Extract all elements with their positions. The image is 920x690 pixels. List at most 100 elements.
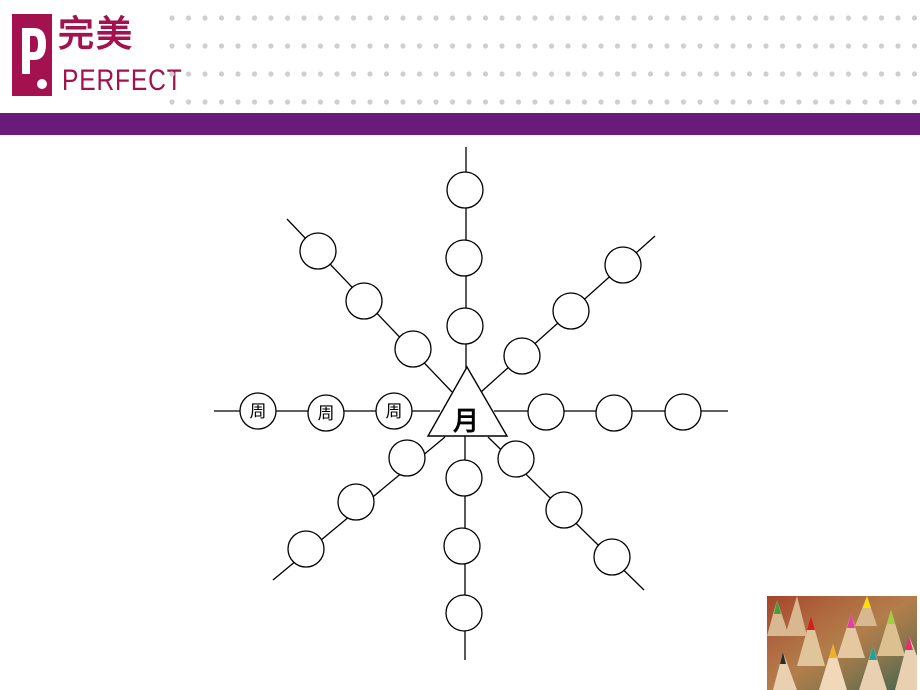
pattern-dot — [317, 15, 324, 21]
pattern-dot — [614, 99, 621, 105]
node-right-2 — [595, 394, 633, 432]
pattern-dot — [416, 71, 423, 77]
pattern-dot — [268, 99, 274, 105]
pattern-dot — [367, 99, 373, 105]
pattern-dot — [268, 43, 274, 49]
pattern-dot — [829, 15, 835, 21]
pattern-dot — [796, 43, 802, 49]
pattern-dot — [433, 99, 439, 105]
pattern-dot — [400, 43, 406, 49]
node-right-1 — [527, 393, 565, 431]
node-upper-right-2 — [552, 292, 590, 330]
node-upper-left-3 — [394, 330, 432, 368]
dot-pattern — [169, 15, 918, 105]
pattern-dot — [251, 99, 258, 105]
pattern-dot — [367, 43, 373, 49]
node-lower-left-1 — [287, 530, 325, 568]
pattern-dot — [829, 43, 835, 49]
pattern-dot — [400, 71, 406, 77]
pattern-dot — [779, 71, 786, 77]
pattern-dot — [482, 43, 489, 49]
pattern-dot — [334, 99, 340, 105]
node-up-1 — [446, 171, 484, 209]
node-right-3 — [664, 393, 702, 431]
node-down-1 — [445, 459, 483, 497]
pattern-dot — [383, 99, 390, 105]
pattern-dot — [433, 71, 439, 77]
pattern-dot — [350, 71, 357, 77]
pattern-dot — [499, 15, 505, 21]
node-lower-right-2 — [545, 491, 583, 529]
pattern-dot — [631, 43, 637, 49]
pattern-dot — [796, 99, 802, 105]
pattern-dot — [730, 15, 736, 21]
pattern-dot — [581, 99, 588, 105]
pattern-dot — [301, 43, 307, 49]
pattern-dot — [598, 43, 604, 49]
node-up-3 — [446, 307, 484, 345]
pattern-dot — [911, 99, 918, 105]
pattern-dot — [845, 43, 852, 49]
node-left-2 — [307, 394, 345, 432]
pattern-dot — [251, 15, 258, 21]
pattern-dot — [763, 71, 769, 77]
pattern-dot — [235, 15, 241, 21]
pattern-dot — [548, 15, 555, 21]
node-upper-left-2 — [345, 282, 383, 320]
pattern-dot — [515, 99, 522, 105]
pattern-dot — [895, 71, 901, 77]
pattern-dot — [631, 71, 637, 77]
pattern-dot — [449, 43, 456, 49]
pattern-dot — [284, 43, 291, 49]
node-down-3 — [445, 594, 483, 632]
pattern-dot — [218, 71, 225, 77]
node-left-3 — [375, 392, 413, 430]
pattern-dot — [482, 71, 489, 77]
pattern-dot — [614, 71, 621, 77]
pattern-dot — [515, 15, 522, 21]
pattern-dot — [763, 99, 769, 105]
pattern-dot — [334, 43, 340, 49]
pattern-dot — [647, 43, 654, 49]
pattern-dot — [350, 15, 357, 21]
pattern-dot — [713, 71, 720, 77]
pattern-dot — [515, 71, 522, 77]
pattern-dot — [697, 43, 703, 49]
pattern-dot — [581, 15, 588, 21]
pattern-dot — [713, 43, 720, 49]
pattern-dot — [862, 99, 868, 105]
pattern-dot — [664, 15, 670, 21]
pattern-dot — [796, 15, 802, 21]
header-band — [0, 113, 920, 135]
pattern-dot — [746, 71, 753, 77]
pattern-dot — [466, 15, 472, 21]
pattern-dot — [862, 71, 868, 77]
pattern-dot — [317, 99, 324, 105]
pattern-dot — [878, 15, 885, 21]
pattern-dot — [598, 99, 604, 105]
pattern-dot — [235, 99, 241, 105]
pattern-dot — [614, 15, 621, 21]
pattern-dot — [334, 71, 340, 77]
pattern-dot — [664, 71, 670, 77]
pattern-dot — [565, 71, 571, 77]
pattern-dot — [532, 71, 538, 77]
perfect-logo-icon — [12, 14, 52, 96]
pattern-dot — [779, 99, 786, 105]
pattern-dot — [581, 43, 588, 49]
pattern-dot — [680, 71, 687, 77]
pattern-dot — [202, 15, 208, 21]
pattern-dot — [763, 15, 769, 21]
pattern-dot — [911, 43, 918, 49]
pattern-dot — [845, 71, 852, 77]
node-up-2 — [445, 239, 483, 277]
pattern-dot — [482, 99, 489, 105]
pattern-dot — [400, 15, 406, 21]
pattern-dot — [218, 43, 225, 49]
pattern-dot — [383, 15, 390, 21]
pattern-dot — [268, 15, 274, 21]
node-upper-left-1 — [299, 232, 337, 270]
pattern-dot — [482, 15, 489, 21]
pattern-dot — [532, 43, 538, 49]
